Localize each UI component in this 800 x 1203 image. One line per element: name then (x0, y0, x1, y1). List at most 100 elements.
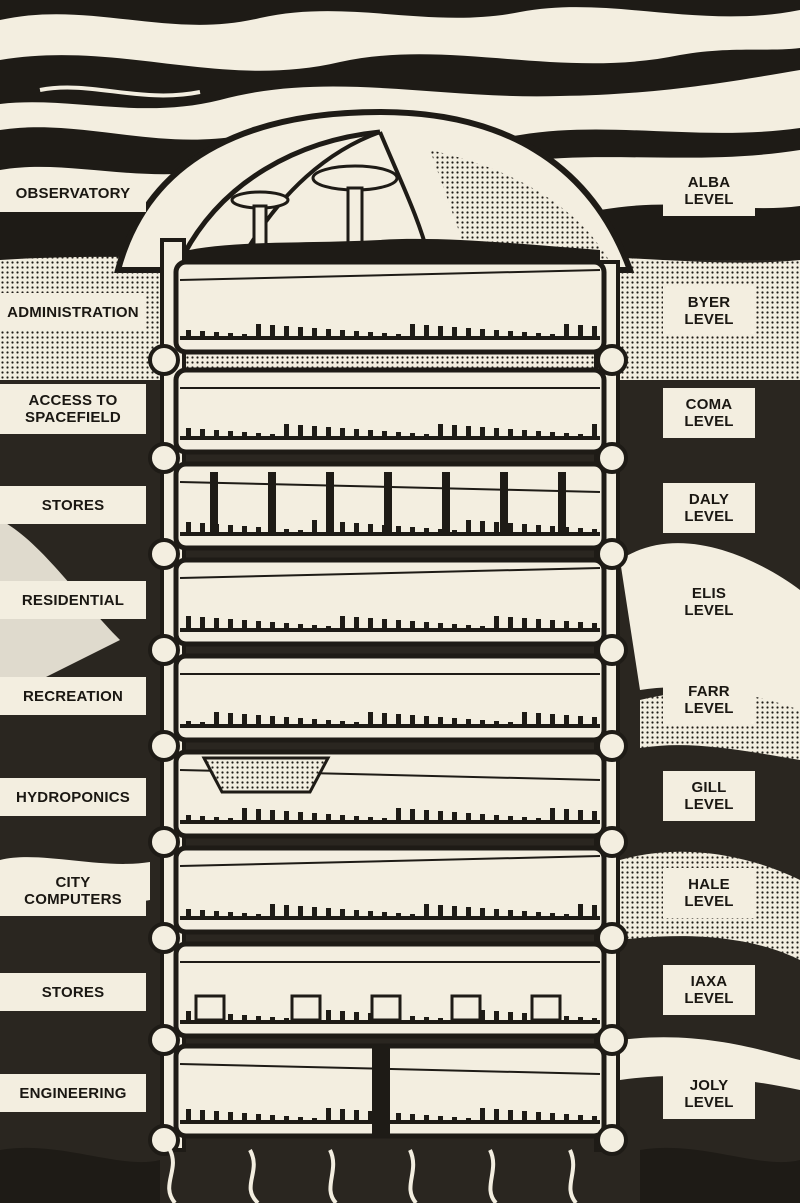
floor-farr-figure (592, 717, 597, 726)
function-label-stores-lower: STORES (0, 973, 146, 1011)
floor-elis-figure (298, 624, 303, 630)
floor-gill-figure (592, 811, 597, 822)
floor-byer-figure (508, 331, 513, 338)
floor-daly-pillar (558, 472, 566, 534)
floor-iaxa-figure (284, 1018, 289, 1022)
floor-coma-figure (354, 429, 359, 438)
floor-hale-ceiling-line (179, 855, 601, 867)
floor-connector-node (596, 730, 628, 762)
floor-farr-figure (438, 717, 443, 726)
floor-gill-figure (410, 809, 415, 822)
floor-coma-figure (284, 424, 289, 438)
floor-byer-figure (578, 325, 583, 338)
floor-byer-figure (228, 333, 233, 338)
floor-farr-figure (382, 713, 387, 726)
floor-coma-figure (578, 434, 583, 438)
floor-coma-figure (410, 433, 415, 438)
floor-gill-figure (578, 810, 583, 822)
floor-farr-figure (200, 722, 205, 726)
floor-coma (173, 367, 607, 455)
floor-farr-figure (522, 712, 527, 726)
floor-joly (173, 1043, 607, 1139)
floor-farr-figure (186, 721, 191, 726)
floor-farr-figure (242, 714, 247, 726)
floor-farr-figure (452, 718, 457, 726)
floor-byer-ceiling-line (179, 269, 601, 281)
floor-daly-figure (298, 530, 303, 534)
floor-daly-pillar (442, 472, 450, 534)
floor-iaxa-crate (290, 994, 322, 1022)
floor-elis-figure (494, 616, 499, 630)
floor-joly-figure (480, 1108, 485, 1122)
floor-elis-figure (396, 620, 401, 630)
floor-hale-figure (368, 911, 373, 918)
floor-elis-figure (522, 618, 527, 630)
floor-hale-figure (242, 913, 247, 918)
floor-daly-figure (200, 523, 205, 534)
floor-coma-figure (382, 431, 387, 438)
floor-gill-figure (438, 811, 443, 822)
floor-iaxa-crate (370, 994, 402, 1022)
floor-elis-figure (312, 625, 317, 630)
floor-daly-figure (578, 528, 583, 534)
floor-connector-node (148, 826, 180, 858)
floor-elis-figure (452, 624, 457, 630)
floor-coma-figure (564, 433, 569, 438)
floor-daly-figure (396, 526, 401, 534)
floor-hale-figure (256, 914, 261, 918)
floor-gill-figure (494, 815, 499, 822)
floor-joly-figure (270, 1115, 275, 1122)
floor-joly-figure (564, 1114, 569, 1122)
floor-byer-figure (564, 324, 569, 338)
floor-hale-figure (284, 905, 289, 918)
floor-elis-figure (200, 617, 205, 630)
floor-iaxa-figure (354, 1012, 359, 1022)
floor-gill-figure (508, 816, 513, 822)
floor-hale-figure (494, 909, 499, 918)
floor-gill-figure (522, 817, 527, 822)
floor-elis-figure (466, 625, 471, 630)
floor-elis-figure (410, 621, 415, 630)
floor-daly-figure (438, 529, 443, 534)
floor-gill-figure (564, 809, 569, 822)
floor-iaxa-figure (424, 1017, 429, 1022)
floor-elis-figure (480, 626, 485, 630)
floor-coma-figure (480, 427, 485, 438)
floor-elis-figure (186, 616, 191, 630)
floor-iaxa-figure (186, 1011, 191, 1022)
floor-byer-shell (173, 259, 607, 355)
floor-gill-figure (186, 815, 191, 822)
floor-coma-figure (200, 429, 205, 438)
floor-farr-figure (256, 715, 261, 726)
floor-connector-node (596, 1024, 628, 1056)
floor-farr-figure (424, 716, 429, 726)
floor-daly-figure (480, 521, 485, 534)
floor-farr-figure (326, 720, 331, 726)
floor-joly-figure (466, 1118, 471, 1122)
floor-daly-figure (522, 524, 527, 534)
floor-hale-figure (214, 911, 219, 918)
floor-daly-figure (284, 529, 289, 534)
floor-byer-figure (326, 329, 331, 338)
floor-iaxa-crate (194, 994, 226, 1022)
floor-elis-figure (536, 619, 541, 630)
floor-joly-figure (522, 1111, 527, 1122)
floor-hale-figure (592, 905, 597, 918)
floor-iaxa-figure (522, 1013, 527, 1022)
floor-daly-figure (466, 520, 471, 534)
floor-connector-node (148, 442, 180, 474)
floor-byer-figure (466, 328, 471, 338)
floor-daly-figure (256, 527, 261, 534)
floor-gill-figure (354, 816, 359, 822)
floor-hale-figure (564, 914, 569, 918)
floor-gill-figure (368, 817, 373, 822)
floor-byer-figure (550, 334, 555, 338)
floor-daly-figure (494, 522, 499, 534)
floor-joly-figure (494, 1109, 499, 1122)
